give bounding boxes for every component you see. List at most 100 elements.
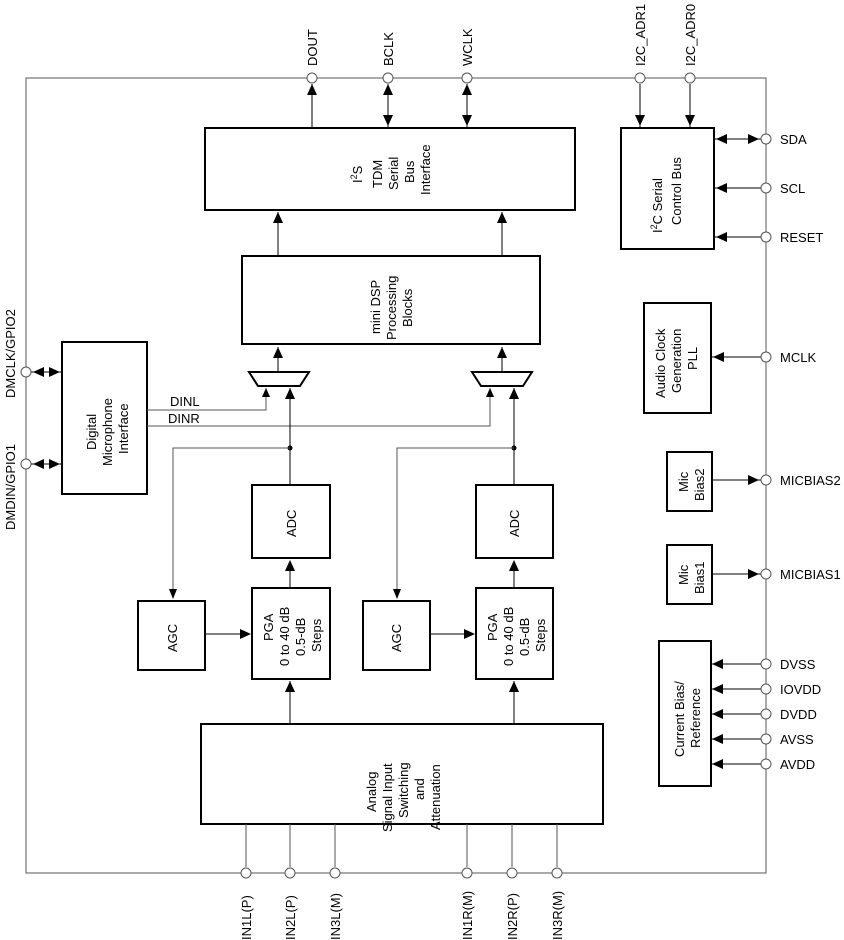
pin-dvss: DVSS bbox=[711, 657, 816, 672]
pin-micbias1: MICBIAS1 bbox=[712, 567, 841, 582]
pin-label-scl: SCL bbox=[780, 181, 805, 196]
analog-label-5: Attenuation bbox=[428, 764, 443, 830]
pin-label-i2c-adr0: I2C_ADR0 bbox=[683, 4, 698, 66]
serial-bus-interface-block bbox=[204, 127, 576, 211]
dinr-wire bbox=[147, 388, 491, 427]
pga-left-block bbox=[251, 587, 331, 680]
pin-avdd: AVDD bbox=[711, 757, 815, 772]
pin-bclk: BCLK bbox=[381, 32, 396, 128]
pin-label-iovdd: IOVDD bbox=[780, 682, 821, 697]
dsp-label-3: Blocks bbox=[400, 288, 415, 327]
pin-label-dvdd: DVDD bbox=[780, 707, 817, 722]
pin-label-in1l-p: IN1L(P) bbox=[239, 895, 254, 940]
i2c-control-bus-block bbox=[620, 127, 715, 250]
pin-dmclk-gpio2: DMCLK/GPIO2 bbox=[3, 309, 62, 398]
mux-right bbox=[470, 371, 534, 387]
pin-label-bclk: BCLK bbox=[381, 32, 396, 66]
serial-bus-label-2: TDM bbox=[370, 160, 385, 188]
adc-right-label: ADC bbox=[507, 510, 522, 537]
i2c-label-1: I2C Serial bbox=[649, 178, 665, 233]
pga-right-label-4: Steps bbox=[533, 618, 548, 652]
dmic-label-3: Interface bbox=[116, 403, 131, 454]
pin-label-dvss: DVSS bbox=[780, 657, 816, 672]
pin-dvdd: DVDD bbox=[711, 707, 817, 722]
dinr-label: DINR bbox=[168, 411, 200, 426]
serial-bus-label-4: Bus bbox=[402, 160, 417, 183]
pga-left-label-4: Steps bbox=[309, 618, 324, 652]
pin-label-dmclk-gpio2: DMCLK/GPIO2 bbox=[3, 309, 18, 398]
mux-left bbox=[247, 371, 311, 387]
mini-dsp-block bbox=[241, 255, 541, 345]
serial-bus-label-3: Serial bbox=[386, 157, 401, 190]
pll-label-3: PLL bbox=[685, 347, 700, 370]
current-bias-label-2: Reference bbox=[688, 688, 703, 748]
pin-iovdd: IOVDD bbox=[711, 682, 821, 697]
pin-label-in2l-p: IN2L(P) bbox=[283, 895, 298, 940]
dinl-label: DINL bbox=[170, 394, 200, 409]
mic-bias1-label-1: Mic bbox=[676, 564, 691, 585]
mic-bias2-label-1: Mic bbox=[676, 471, 691, 492]
mic-bias2-label-2: Bias2 bbox=[692, 468, 707, 501]
i2c-label-2: Control Bus bbox=[669, 157, 684, 225]
analog-label-3: Switching bbox=[396, 762, 411, 818]
pll-block bbox=[643, 302, 712, 414]
pin-label-dmdin-gpio1: DMDIN/GPIO1 bbox=[3, 444, 18, 530]
pga-left-label-2: 0 to 40 dB bbox=[277, 607, 292, 666]
pin-dout: DOUT bbox=[305, 29, 320, 128]
pin-in1l-p: IN1L(P) bbox=[239, 824, 254, 940]
digital-microphone-interface-block bbox=[61, 341, 148, 495]
pga-left-label-3: 0.5-dB bbox=[293, 618, 308, 656]
pin-in3l-m: IN3L(M) bbox=[328, 824, 343, 940]
pin-label-in3r-m: IN3R(M) bbox=[550, 891, 565, 940]
dsp-label-1: mini DSP bbox=[368, 280, 383, 334]
mic-bias2-block bbox=[666, 451, 713, 512]
pll-label-1: Audio Clock bbox=[653, 328, 668, 398]
pga-left-label-1: PGA bbox=[261, 613, 276, 641]
pga-right-label-2: 0 to 40 dB bbox=[501, 607, 516, 666]
serial-bus-label-5: Interface bbox=[418, 144, 433, 195]
pin-label-micbias2: MICBIAS2 bbox=[780, 473, 841, 488]
pin-wclk: WCLK bbox=[460, 28, 475, 128]
pin-label-in3l-m: IN3L(M) bbox=[328, 893, 343, 940]
analog-label-1: Analog bbox=[364, 772, 379, 812]
mic-bias1-label-2: Bias1 bbox=[692, 561, 707, 594]
analog-label-2: Signal Input bbox=[380, 763, 395, 832]
pin-i2c-adr1: I2C_ADR1 bbox=[633, 4, 648, 128]
analog-label-4: and bbox=[412, 778, 427, 800]
pin-label-in1r-m: IN1R(M) bbox=[460, 891, 475, 940]
adc-right-block bbox=[475, 484, 554, 559]
pga-right-label-1: PGA bbox=[485, 613, 500, 641]
agc-left-block bbox=[137, 600, 206, 671]
pin-label-avss: AVSS bbox=[780, 732, 814, 747]
pga-right-block bbox=[475, 587, 554, 680]
dsp-label-2: Processing bbox=[384, 276, 399, 340]
serial-bus-label-1: I2S bbox=[349, 165, 365, 183]
agc-left-label: AGC bbox=[165, 624, 180, 652]
pin-mclk: MCLK bbox=[712, 350, 816, 365]
pga-right-label-3: 0.5-dB bbox=[517, 618, 532, 656]
pin-sda: SDA bbox=[714, 132, 807, 147]
adc-left-label: ADC bbox=[284, 510, 299, 537]
pin-dmdin-gpio1: DMDIN/GPIO1 bbox=[3, 444, 62, 530]
pin-label-reset: RESET bbox=[780, 230, 823, 245]
pin-label-in2r-p: IN2R(P) bbox=[505, 893, 520, 940]
pin-in2r-p: IN2R(P) bbox=[505, 824, 520, 940]
pin-reset: RESET bbox=[714, 230, 823, 245]
current-bias-reference-block bbox=[658, 640, 712, 787]
pin-label-i2c-adr1: I2C_ADR1 bbox=[633, 4, 648, 66]
pin-micbias2: MICBIAS2 bbox=[712, 473, 841, 488]
agc-right-block bbox=[362, 600, 431, 671]
mic-bias1-block bbox=[666, 544, 713, 605]
pin-in2l-p: IN2L(P) bbox=[283, 824, 298, 940]
dmic-label-1: Digital bbox=[84, 414, 99, 450]
pin-label-wclk: WCLK bbox=[460, 28, 475, 66]
dmic-label-2: Microphone bbox=[100, 398, 115, 466]
pin-label-mclk: MCLK bbox=[780, 350, 816, 365]
pin-label-dout: DOUT bbox=[305, 29, 320, 66]
pin-scl: SCL bbox=[714, 181, 805, 196]
pin-label-avdd: AVDD bbox=[780, 757, 815, 772]
adc-left-block bbox=[251, 484, 331, 559]
pin-label-micbias1: MICBIAS1 bbox=[780, 567, 841, 582]
pin-label-sda: SDA bbox=[780, 132, 807, 147]
